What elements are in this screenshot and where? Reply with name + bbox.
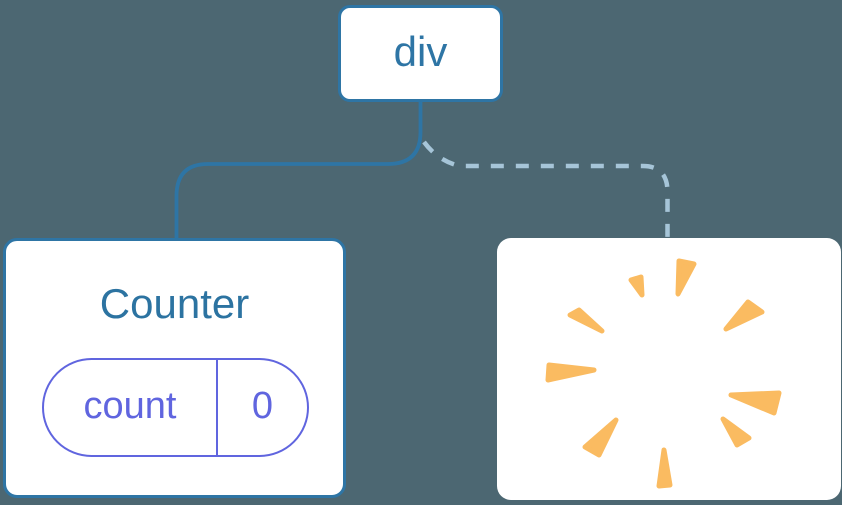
state-key-cell: count xyxy=(44,360,218,455)
state-key-label: count xyxy=(83,384,177,427)
tree-root-node-div: div xyxy=(338,5,503,102)
counter-node-title: Counter xyxy=(99,280,250,327)
state-pill: count 0 xyxy=(42,358,309,457)
tree-node-counter: Counter count 0 xyxy=(3,238,346,498)
edge-solid-to-counter xyxy=(174,102,423,238)
tree-node-removed xyxy=(497,238,841,500)
edge-dashed-to-removed xyxy=(422,140,670,238)
state-value-cell: 0 xyxy=(218,360,307,455)
root-node-label: div xyxy=(393,27,448,75)
state-value-label: 0 xyxy=(251,384,274,427)
